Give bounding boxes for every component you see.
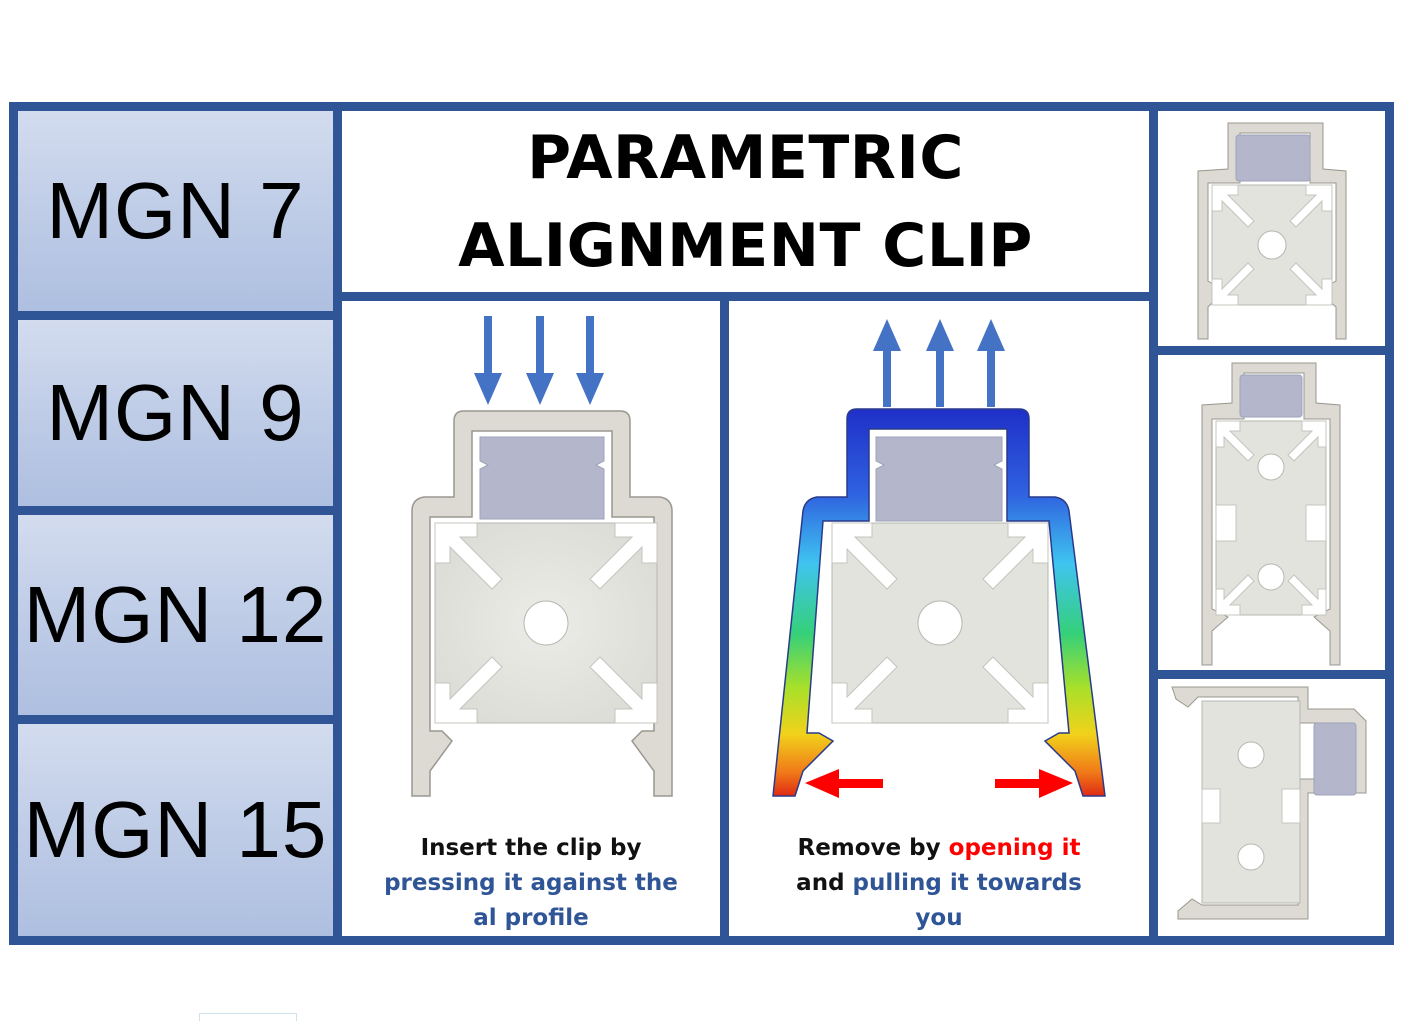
remove-panel: Remove by opening it and pulling it towa… <box>729 301 1149 936</box>
arrow-down-icon <box>474 316 604 405</box>
insert-caption-line1: Insert the clip by <box>420 835 642 861</box>
size-label-mgn12: MGN 12 <box>18 515 333 715</box>
size-label-mgn9: MGN 9 <box>18 320 333 506</box>
thumbnail-bottom <box>1158 679 1385 936</box>
insert-caption-line2: pressing it against the <box>384 870 678 896</box>
page-title-line1: PARAMETRIC <box>527 122 964 193</box>
size-label-mgn15: MGN 15 <box>18 724 333 936</box>
remove-caption-line3: you <box>915 905 963 931</box>
clip-thumbnail-mgn7 <box>1197 122 1347 340</box>
size-label-mgn7: MGN 7 <box>18 111 333 311</box>
remove-caption-line2: and pulling it towards <box>796 870 1082 896</box>
aluminium-profile <box>831 522 1049 724</box>
insert-caption-line3: al profile <box>473 905 589 931</box>
remove-caption-line1: Remove by opening it <box>797 835 1081 861</box>
aluminium-profile <box>434 522 658 724</box>
clip-shape <box>411 410 673 797</box>
rail-block <box>875 436 1003 522</box>
page-title-line2: ALIGNMENT CLIP <box>458 210 1033 281</box>
decorative-divider <box>199 1013 297 1021</box>
clip-thumbnail-mgn9 <box>1201 362 1341 666</box>
remove-illustration <box>772 319 1106 798</box>
arrow-red-icon <box>805 769 1073 798</box>
rail-block <box>479 436 605 520</box>
title-banner: PARAMETRIC ALIGNMENT CLIP <box>342 111 1149 292</box>
insert-illustration <box>411 316 673 797</box>
arrow-up-icon <box>873 319 1005 407</box>
thumbnail-middle <box>1158 355 1385 670</box>
thumbnail-top <box>1158 111 1385 346</box>
deformed-clip <box>772 408 1106 797</box>
clip-thumbnail-mgn15 <box>1171 686 1367 920</box>
insert-panel: Insert the clip by pressing it against t… <box>342 301 720 936</box>
